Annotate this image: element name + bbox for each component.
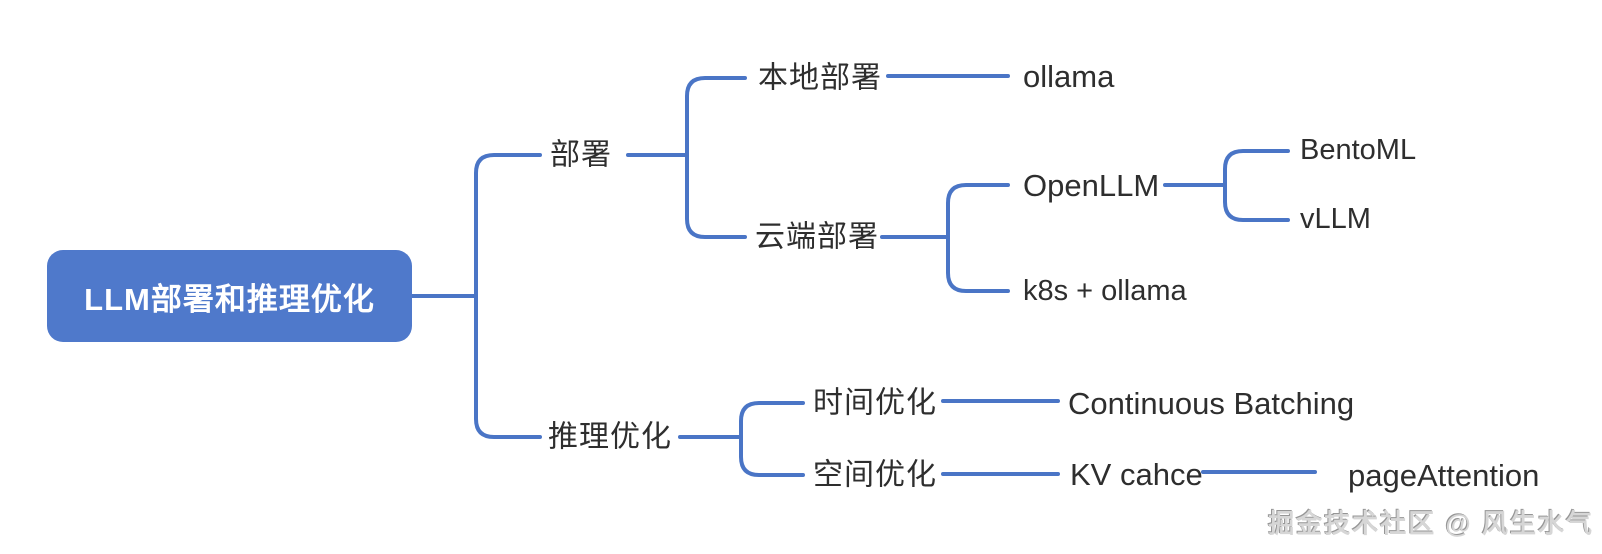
edge-trunk-inference: [474, 294, 542, 439]
node-cloud-deploy[interactable]: 云端部署: [755, 220, 879, 254]
node-openllm[interactable]: OpenLLM: [1023, 167, 1160, 203]
node-inference-opt[interactable]: 推理优化: [548, 420, 672, 454]
edge-openllm-bentoml: [1223, 149, 1290, 187]
edge-inference-space: [739, 435, 805, 477]
node-time-opt[interactable]: 时间优化: [813, 386, 937, 420]
node-vllm[interactable]: vLLM: [1300, 203, 1371, 236]
edge-deploy-local: [685, 76, 747, 157]
node-page-attention[interactable]: pageAttention: [1348, 457, 1540, 493]
node-kv-cache[interactable]: KV cahce: [1070, 456, 1203, 492]
edge-deploy-cloud: [685, 153, 747, 239]
edge-inference-time: [739, 401, 805, 439]
node-k8s-ollama[interactable]: k8s + ollama: [1023, 275, 1187, 308]
edge-openllm-vllm: [1223, 183, 1290, 222]
edge-cloud-k8s: [946, 235, 1010, 293]
node-root[interactable]: LLM部署和推理优化: [47, 250, 412, 342]
node-continuous-batching[interactable]: Continuous Batching: [1068, 385, 1355, 421]
node-bentoml[interactable]: BentoML: [1300, 134, 1417, 167]
edge-cloud-openllm: [946, 183, 1010, 239]
edge-trunk-deploy: [474, 153, 542, 298]
watermark: 掘金技术社区 @ 风生水气: [1268, 508, 1594, 539]
node-space-opt[interactable]: 空间优化: [813, 458, 937, 492]
node-ollama[interactable]: ollama: [1023, 58, 1115, 94]
node-local-deploy[interactable]: 本地部署: [758, 61, 882, 95]
node-deploy[interactable]: 部署: [550, 138, 612, 172]
